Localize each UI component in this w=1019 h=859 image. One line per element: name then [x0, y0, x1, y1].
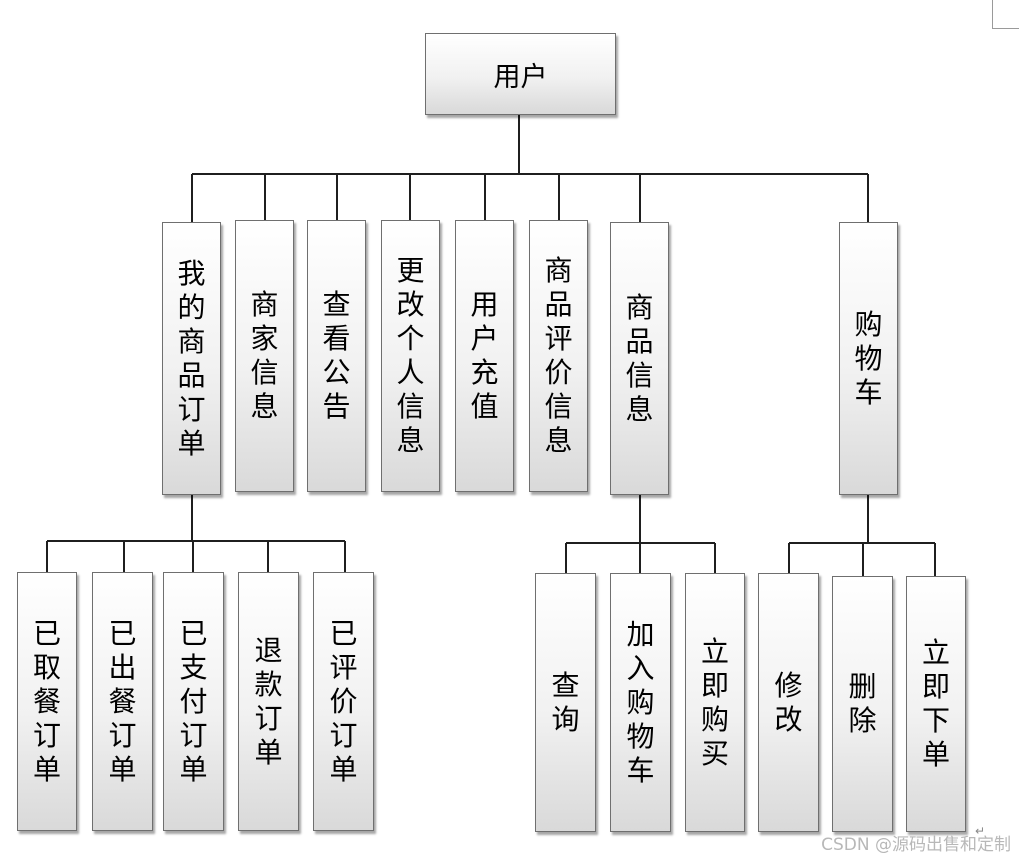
node-label: 立即下单: [921, 636, 950, 771]
node-label: 商品评价信息: [544, 254, 573, 457]
node-served-orders: 已出餐订单: [92, 572, 153, 831]
node-label: 查看公告: [322, 288, 351, 423]
node-label: 立即购买: [700, 634, 729, 770]
node-paid-orders: 已支付订单: [163, 572, 224, 831]
node-product-reviews: 商品评价信息: [529, 220, 588, 492]
node-label: 加入购物车: [626, 617, 655, 787]
node-label: 商品信息: [625, 290, 654, 426]
node-shopping-cart: 购物车: [839, 222, 898, 495]
node-refund-orders: 退款订单: [238, 572, 299, 831]
node-label: 已评价订单: [329, 616, 358, 786]
node-buy-now: 立即购买: [685, 573, 745, 832]
node-view-announcements: 查看公告: [307, 220, 366, 492]
node-label: 我的商品订单: [177, 256, 206, 460]
node-modify: 修改: [758, 573, 819, 832]
node-label: 更改个人信息: [396, 254, 425, 457]
node-reviewed-orders: 已评价订单: [313, 572, 374, 831]
node-label: 购物车: [854, 307, 883, 409]
node-label: 修改: [774, 668, 803, 736]
node-label: 已支付订单: [179, 616, 208, 786]
node-label: 删除: [848, 670, 877, 737]
node-label: 退款订单: [254, 633, 283, 769]
page-corner-mark: [992, 0, 1019, 29]
node-label: 已取餐订单: [32, 616, 61, 786]
node-label: 查询: [551, 668, 580, 736]
paragraph-mark: ↵: [975, 824, 986, 838]
node-add-to-cart: 加入购物车: [610, 573, 671, 832]
root-label: 用户: [493, 61, 548, 93]
node-delete: 删除: [832, 576, 893, 832]
root-node-user: 用户: [425, 33, 616, 115]
node-picked-up-orders: 已取餐订单: [17, 572, 77, 831]
node-my-orders: 我的商品订单: [162, 222, 221, 495]
node-place-order: 立即下单: [906, 576, 966, 832]
node-product-info: 商品信息: [610, 222, 669, 495]
node-edit-profile: 更改个人信息: [381, 220, 440, 492]
node-recharge: 用户充值: [455, 220, 514, 492]
node-label: 商家信息: [250, 288, 279, 423]
watermark: CSDN @源码出售和定制: [821, 835, 1011, 855]
node-search: 查询: [535, 573, 596, 832]
node-merchant-info: 商家信息: [235, 220, 294, 492]
node-label: 已出餐订单: [108, 616, 137, 786]
node-label: 用户充值: [470, 288, 499, 423]
